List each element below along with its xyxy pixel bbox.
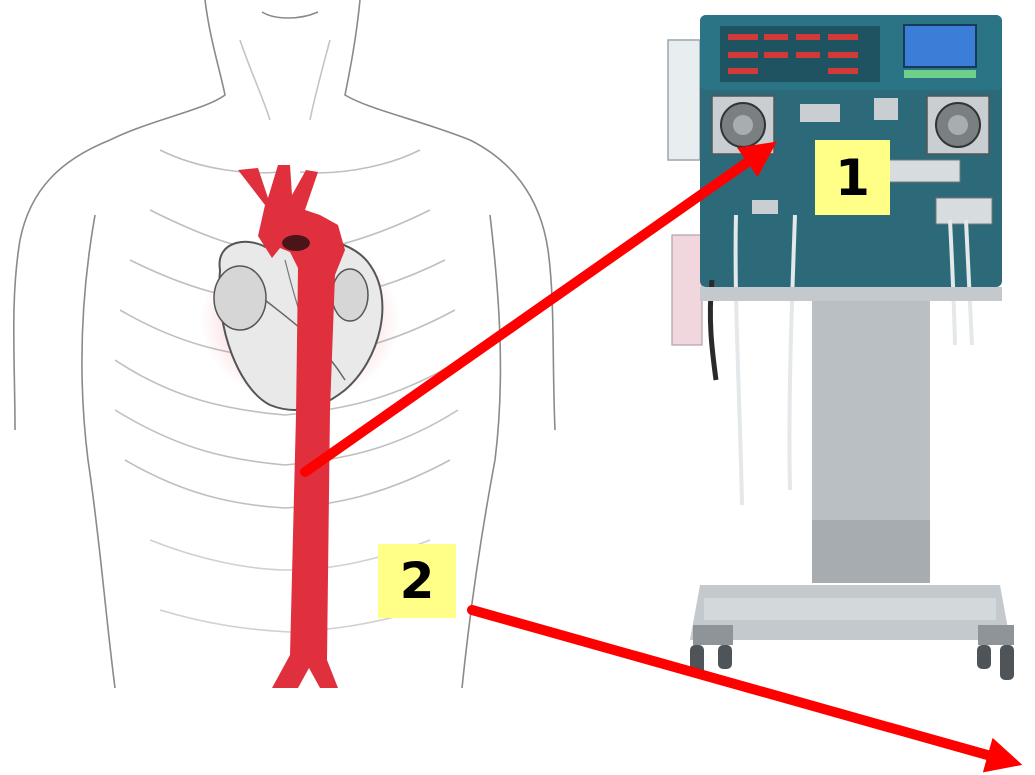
indicator-panel [720,26,880,82]
callout-2-text: 2 [400,556,435,606]
machine-display-screen [904,25,976,67]
head-neck-outline [110,0,470,140]
callout-label-1: 1 [815,140,890,215]
machine-base [690,585,1014,645]
dialysis-machine [668,15,1014,680]
callout-label-2: 2 [378,544,456,618]
callout-1-text: 1 [835,153,870,203]
blood-pump-left [712,96,774,154]
blood-pump-right [927,96,989,154]
caster-wheels [690,645,1014,680]
